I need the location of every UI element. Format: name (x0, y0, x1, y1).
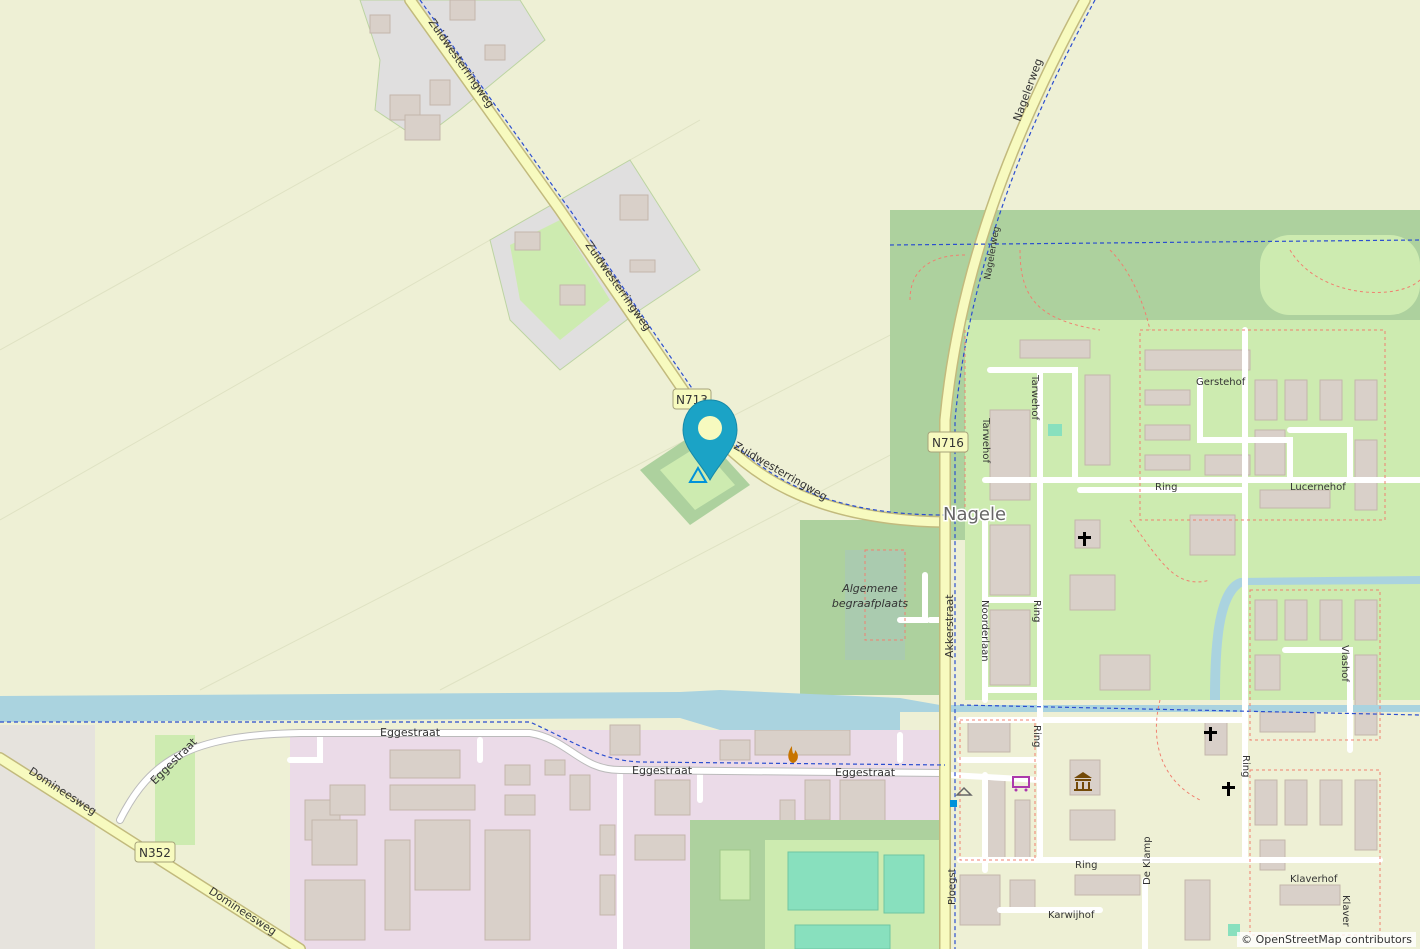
marker-center (698, 416, 722, 440)
meadow-ne (1260, 235, 1420, 315)
label-lucernehof: Lucernehof (1290, 482, 1346, 493)
label-vlashof: Vlashof (1339, 645, 1350, 682)
location-marker-pin[interactable] (682, 399, 738, 482)
attribution[interactable]: © OpenStreetMap contributors (1237, 932, 1416, 947)
label-ring-5: Ring (1075, 860, 1097, 871)
cemetery-area (845, 550, 905, 660)
museum-icon (1074, 772, 1092, 791)
industrial-buildings (304, 724, 886, 941)
label-klaverhof: Klaverhof (1290, 874, 1338, 885)
label-gerstehof: Gerstehof (1196, 377, 1246, 388)
cemetery-label-2: begraafplaats (832, 597, 908, 610)
pitch-icon (1228, 924, 1240, 936)
label-ring-3: Ring (1031, 725, 1042, 747)
shield-n352-text: N352 (139, 846, 171, 860)
label-eggestraat-1: Eggestraat (380, 726, 441, 739)
label-tarwehof-2: Tarwehof (980, 417, 991, 463)
route-shield-n716 (927, 431, 969, 453)
label-de-klamp: De Klamp (1142, 836, 1153, 885)
label-ring-2: Ring (1031, 600, 1042, 622)
route-shield-n352 (134, 841, 176, 863)
label-ring-1: Ring (1155, 482, 1177, 493)
fire-station-icon (788, 746, 798, 763)
playground-icon (1048, 424, 1062, 436)
church-icon (1222, 782, 1235, 796)
shopping-cart-icon (1012, 776, 1030, 792)
canal-village (1210, 576, 1420, 700)
campsite-icon (688, 465, 708, 483)
bus-stop-icon (950, 800, 957, 807)
shield-n716-text: N716 (932, 436, 964, 450)
cemetery-label-1: Algemene (841, 582, 898, 595)
label-ploegstraat: Ploegst (947, 868, 958, 905)
label-klaver-partial: Klaver (1340, 895, 1351, 928)
label-noorderlaan: Noorderlaan (979, 600, 990, 662)
label-eggestraat-2: Eggestraat (632, 764, 693, 777)
place-name-nagele: Nagele (943, 504, 1006, 525)
label-akkerstraat: Akkerstraat (943, 594, 956, 658)
label-ring-4: Ring (1240, 755, 1251, 777)
church-icon (1078, 532, 1091, 546)
shelter-icon (955, 786, 973, 796)
church-icon (1204, 727, 1217, 741)
label-karwijhof: Karwijhof (1048, 910, 1095, 921)
buildings (959, 339, 1378, 941)
label-eggestraat-3: Eggestraat (835, 766, 896, 779)
label-tarwehof-1: Tarwehof (1029, 374, 1040, 420)
farmland-sw (0, 725, 95, 949)
